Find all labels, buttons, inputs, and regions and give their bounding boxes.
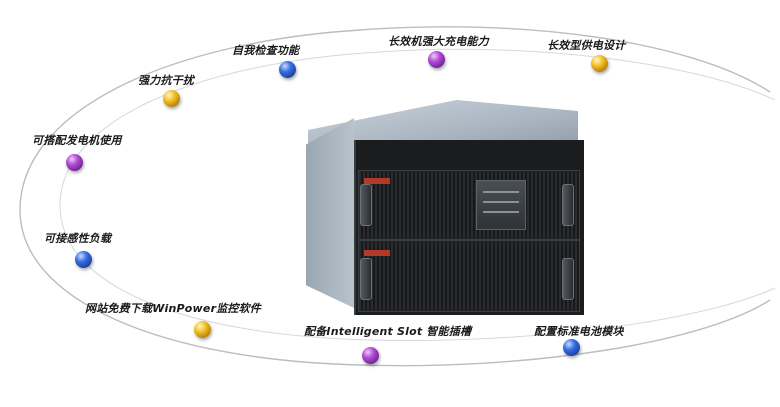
gold-ball-icon [591,55,608,72]
purple-ball-icon [362,347,379,364]
ups-brand-logo [364,178,390,184]
ups-lcd-line [483,201,519,203]
ups-battery-unit [358,240,580,312]
ups-lcd-line [483,211,519,213]
ups-side-panel [306,118,354,308]
gold-ball-icon [194,321,211,338]
gold-ball-icon [163,90,180,107]
feature-label: 配置标准电池模块 [534,325,624,338]
feature-label: 配备Intelligent Slot 智能插槽 [304,325,472,338]
feature-label: 长效机强大充电能力 [388,35,489,48]
blue-ball-icon [75,251,92,268]
ups-brand-logo [364,250,390,256]
ups-lcd-panel [476,180,526,230]
feature-label: 强力抗干扰 [138,74,194,87]
ups-main-unit [358,170,580,240]
ups-product-image [298,100,598,315]
purple-ball-icon [66,154,83,171]
orbit-ring-outer [19,26,771,367]
ups-handle [562,184,574,226]
blue-ball-icon [563,339,580,356]
orbit-ring-inner [59,48,776,341]
feature-label: 自我检查功能 [232,44,300,57]
ups-handle [562,258,574,300]
ups-handle [360,184,372,226]
ups-lcd-line [483,191,519,193]
feature-label: 可接感性负载 [44,232,112,245]
feature-label: 可搭配发电机使用 [32,134,122,147]
feature-label: 长效型供电设计 [547,39,626,52]
blue-ball-icon [279,61,296,78]
ups-handle [360,258,372,300]
feature-label: 网站免费下载WinPower监控软件 [85,302,262,315]
purple-ball-icon [428,51,445,68]
